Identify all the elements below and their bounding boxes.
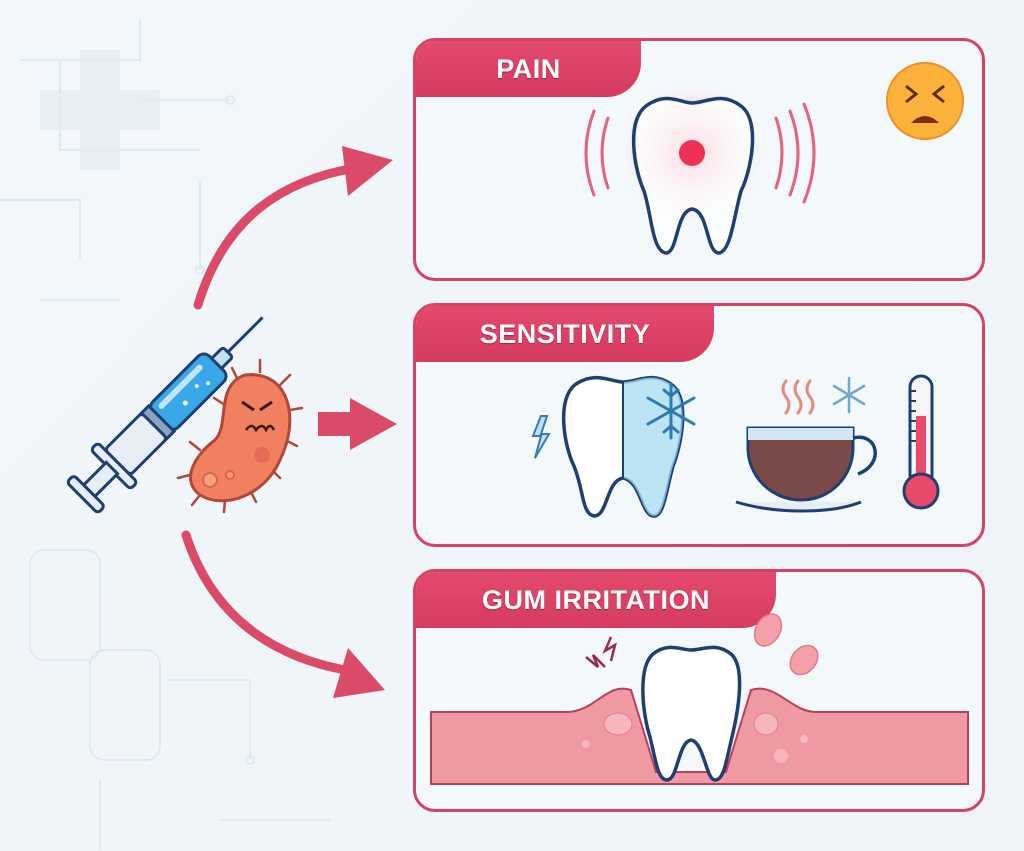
arrow-to-pain xyxy=(193,146,393,310)
pain-panel-title: PAIN xyxy=(416,41,641,97)
arrow-to-sensitivity xyxy=(318,398,397,450)
frozen-tooth-icon xyxy=(531,375,696,518)
thermometer-icon xyxy=(902,374,940,510)
swelling-droplets-icon xyxy=(753,613,819,676)
arrow-to-gum-irritation xyxy=(181,530,385,698)
sensitivity-panel-title: SENSITIVITY xyxy=(416,306,714,362)
snowflake-icon xyxy=(646,382,696,440)
distressed-face-emoji xyxy=(886,62,964,140)
small-snowflake-icon xyxy=(832,376,866,414)
gum-irritation-panel: GUM IRRITATION xyxy=(413,569,985,812)
aching-tooth-icon xyxy=(584,83,816,255)
gum-irritation-panel-title: GUM IRRITATION xyxy=(416,572,776,628)
pain-panel: PAIN xyxy=(413,38,985,281)
sensitivity-panel: SENSITIVITY xyxy=(413,303,985,547)
hot-cup-icon xyxy=(735,376,877,513)
tooth-in-inflamed-gum-icon xyxy=(430,613,969,785)
spark-icon xyxy=(585,636,617,668)
